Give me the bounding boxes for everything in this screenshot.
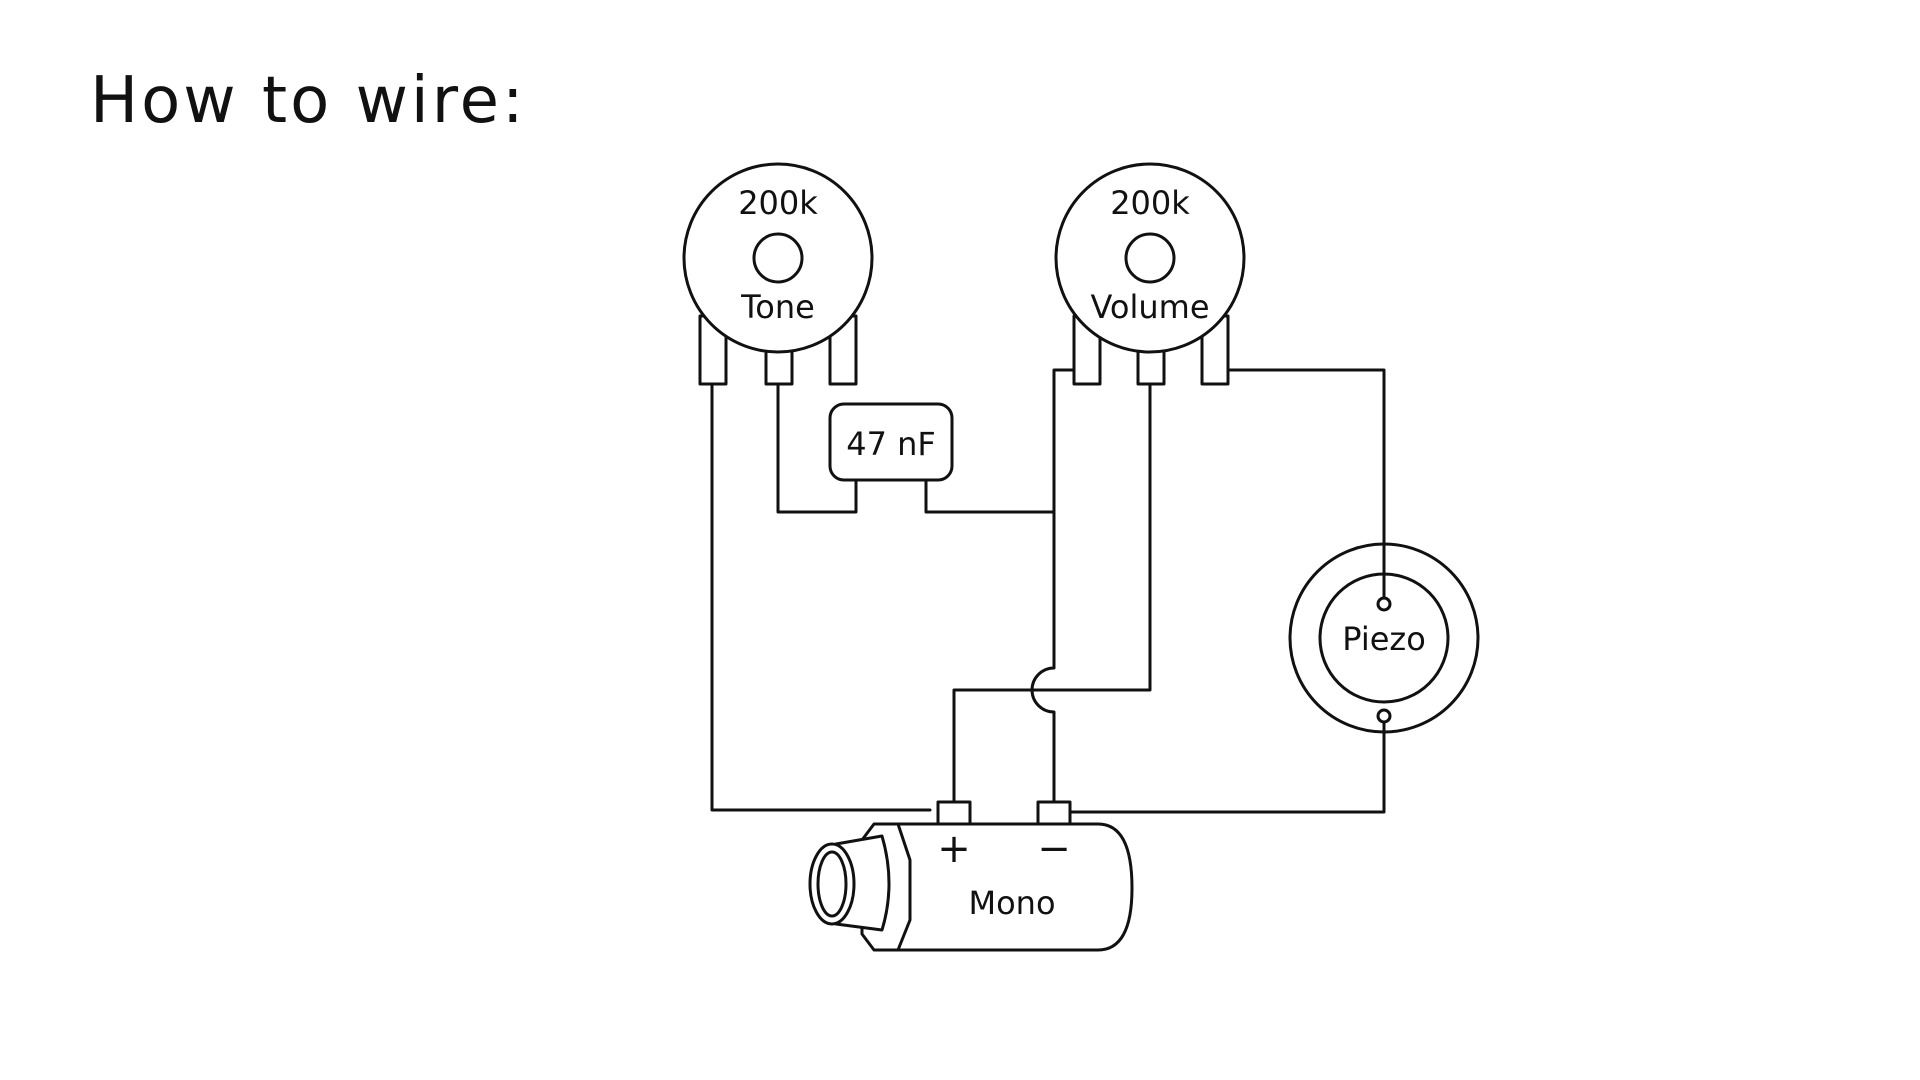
tone-pot: 200k Tone (682, 162, 874, 386)
jack-minus-label: − (1037, 826, 1071, 872)
wires (710, 368, 1386, 814)
volume-value-label: 200k (1110, 184, 1190, 222)
tone-name-label: Tone (740, 288, 815, 326)
piezo-terminal-bottom (1376, 708, 1392, 724)
wire-volume-lug2-to-jack-plus (952, 382, 1152, 806)
mono-jack: + − Mono (808, 800, 1134, 952)
capacitor-body (828, 402, 954, 482)
wire-cap-to-ground (924, 478, 1056, 514)
volume-shaft (1124, 232, 1176, 284)
capacitor: 47 nF (828, 402, 954, 482)
wire-piezo-to-jack-minus (1068, 720, 1386, 814)
page-title: How to wire: (90, 64, 527, 138)
volume-pot: 200k Volume (1054, 162, 1246, 386)
piezo-terminal-top (1376, 596, 1392, 612)
tone-lug-2 (764, 348, 794, 386)
capacitor-label: 47 nF (846, 425, 936, 463)
jack-plus-label: + (937, 826, 971, 872)
jack-label: Mono (968, 884, 1055, 922)
tone-value-label: 200k (738, 184, 818, 222)
piezo-outer-ring (1288, 542, 1480, 734)
jack-plus-terminal (936, 800, 972, 826)
wire-volume-lug1-to-jack-minus (1030, 368, 1076, 806)
wire-volume-lug3-to-piezo (1226, 368, 1386, 602)
tone-pot-body (682, 162, 874, 354)
jack-sleeve-inner-rim (816, 850, 848, 918)
volume-name-label: Volume (1090, 288, 1209, 326)
piezo-inner-disc (1318, 572, 1450, 704)
volume-lug-2 (1136, 348, 1166, 386)
wire-tone-lug1-to-jack-plus (710, 382, 932, 812)
tone-shaft (752, 232, 804, 284)
volume-pot-body (1054, 162, 1246, 354)
jack-minus-terminal (1036, 800, 1072, 826)
piezo: Piezo (1288, 542, 1480, 734)
piezo-label: Piezo (1342, 620, 1426, 658)
wire-tone-lug2-to-cap (776, 382, 858, 514)
jack-barrel (896, 822, 1134, 952)
